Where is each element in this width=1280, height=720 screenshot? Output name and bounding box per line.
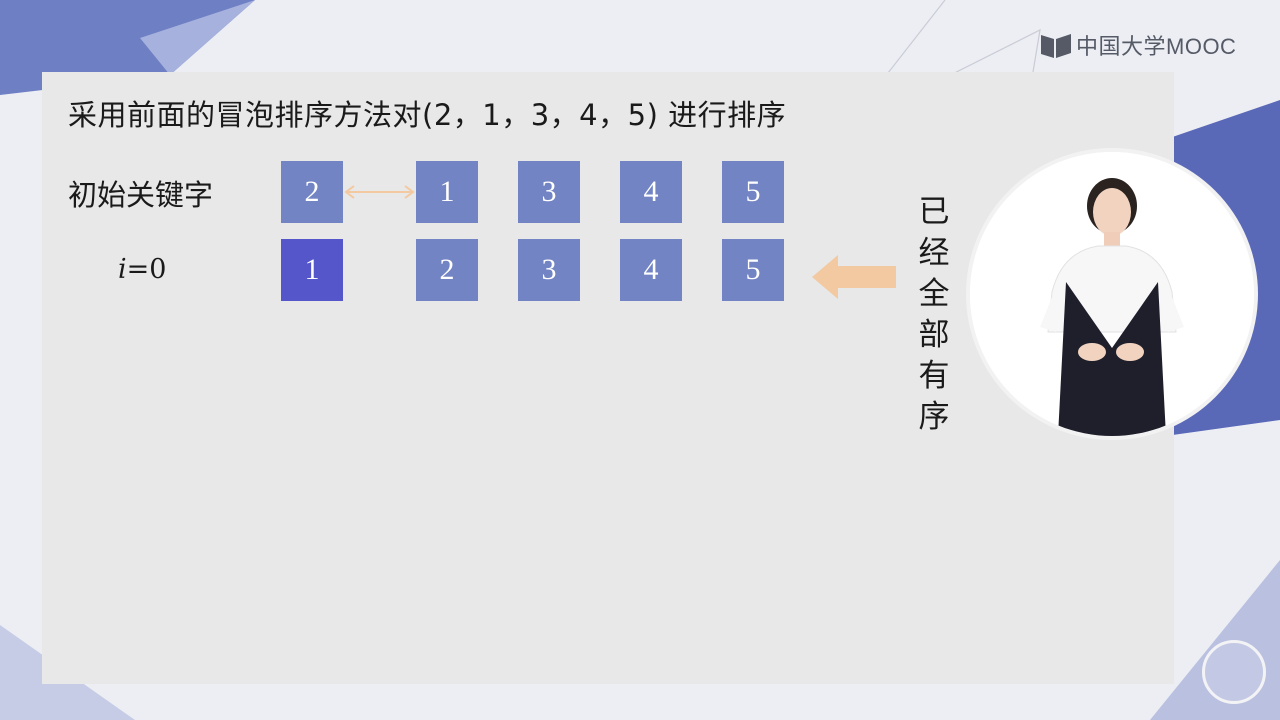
slide-panel <box>42 72 1174 684</box>
key-box: 4 <box>620 239 682 301</box>
loop-value: =0 <box>126 254 167 285</box>
swap-arrow-icon <box>344 185 415 199</box>
row-label-initial: 初始关键字 <box>68 178 214 212</box>
key-box: 5 <box>722 239 784 301</box>
brand-name: 中国大学MOOC <box>1076 34 1237 59</box>
key-box: 3 <box>518 161 580 223</box>
note-char: 有 <box>918 358 950 394</box>
left-arrow-icon <box>812 255 896 299</box>
key-box: 1 <box>416 161 478 223</box>
note-char: 序 <box>918 399 950 435</box>
mooc-book-icon <box>1041 34 1071 58</box>
note-char: 经 <box>918 235 950 271</box>
key-box-active: 1 <box>281 239 343 301</box>
note-char: 已 <box>918 194 950 230</box>
key-box: 5 <box>722 161 784 223</box>
sorted-note: 已 经 全 部 有 序 <box>912 192 956 438</box>
presenter-video <box>970 152 1254 436</box>
key-box: 2 <box>281 161 343 223</box>
presenter-figure <box>970 152 1254 436</box>
slide-title: 采用前面的冒泡排序方法对(2，1，3，4，5) 进行排序 <box>68 98 787 132</box>
key-box: 4 <box>620 161 682 223</box>
row-label-pass0: i=0 <box>118 254 166 285</box>
brand-logo: 中国大学MOOC <box>1040 30 1236 60</box>
note-char: 全 <box>918 276 950 312</box>
key-box: 3 <box>518 239 580 301</box>
loop-variable: i <box>118 254 127 285</box>
note-char: 部 <box>918 317 950 353</box>
key-box: 2 <box>416 239 478 301</box>
university-emblem-icon <box>1202 640 1266 704</box>
